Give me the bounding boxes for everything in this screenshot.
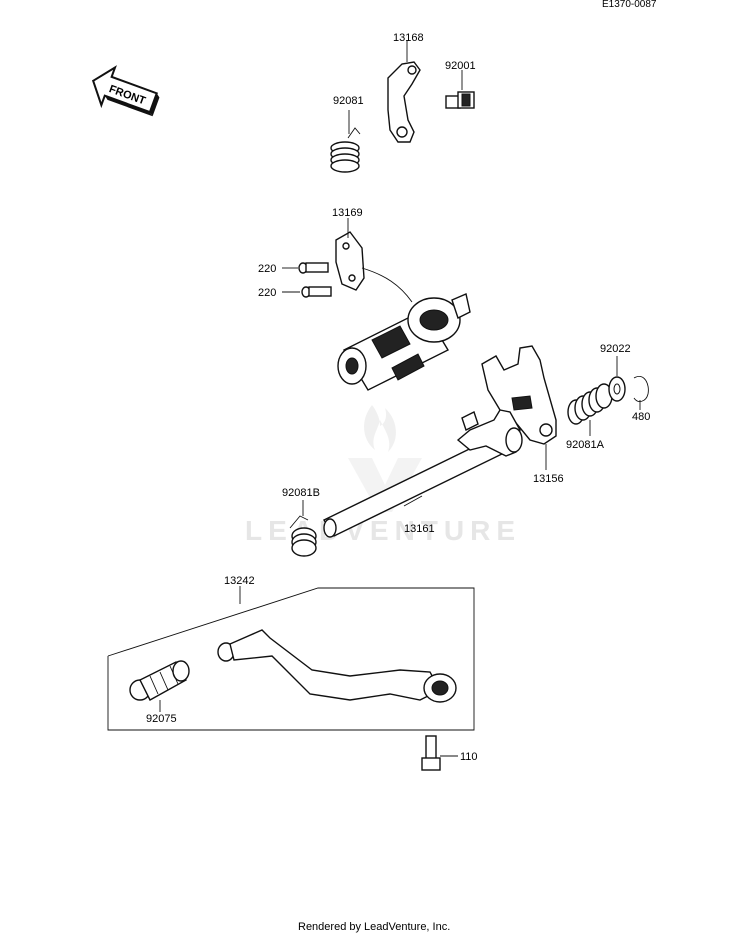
part-13242-pedal-box <box>107 587 475 731</box>
diagram-code: E1370-0087 <box>602 0 657 10</box>
part-220-screw-lower <box>301 286 332 298</box>
part-220-screw-upper <box>298 262 329 274</box>
part-13242-shift-pedal <box>217 629 457 703</box>
callout-220-upper: 220 <box>258 263 276 275</box>
part-480-circlip <box>633 376 649 402</box>
callout-92081A: 92081A <box>566 439 605 451</box>
part-13168-shift-drum-plate <box>387 61 421 143</box>
part-92001-bolt <box>445 91 475 109</box>
callout-13169: 13169 <box>332 207 363 219</box>
watermark-logo <box>348 405 422 512</box>
callout-92022: 92022 <box>600 343 631 355</box>
part-13169-plate <box>335 231 365 291</box>
part-13156-shift-plate <box>481 345 557 445</box>
part-92075-pedal-rubber <box>129 660 190 701</box>
callout-92081: 92081 <box>333 95 364 107</box>
part-92081A-spring <box>567 383 613 425</box>
callout-13161: 13161 <box>404 523 435 535</box>
callout-110: 110 <box>460 751 478 763</box>
part-shift-drum <box>337 293 471 391</box>
callout-92081B: 92081B <box>282 487 320 499</box>
callout-480: 480 <box>632 411 650 423</box>
footer-credit: Rendered by LeadVenture, Inc. <box>298 921 450 933</box>
callout-92001: 92001 <box>445 60 476 72</box>
callout-92075: 92075 <box>146 713 177 725</box>
watermark-text: LEADVENTURE <box>245 515 521 546</box>
callout-220-lower: 220 <box>258 287 276 299</box>
part-110-bolt <box>421 735 441 771</box>
callout-13168: 13168 <box>393 32 424 44</box>
front-arrow-icon: FRONT <box>91 65 160 117</box>
part-13161-shift-shaft <box>322 409 523 538</box>
part-92022-washer <box>608 376 626 402</box>
part-92081-spring <box>330 127 361 173</box>
callout-13156: 13156 <box>533 473 564 485</box>
part-92081B-spring <box>289 515 317 557</box>
callout-13242: 13242 <box>224 575 255 587</box>
